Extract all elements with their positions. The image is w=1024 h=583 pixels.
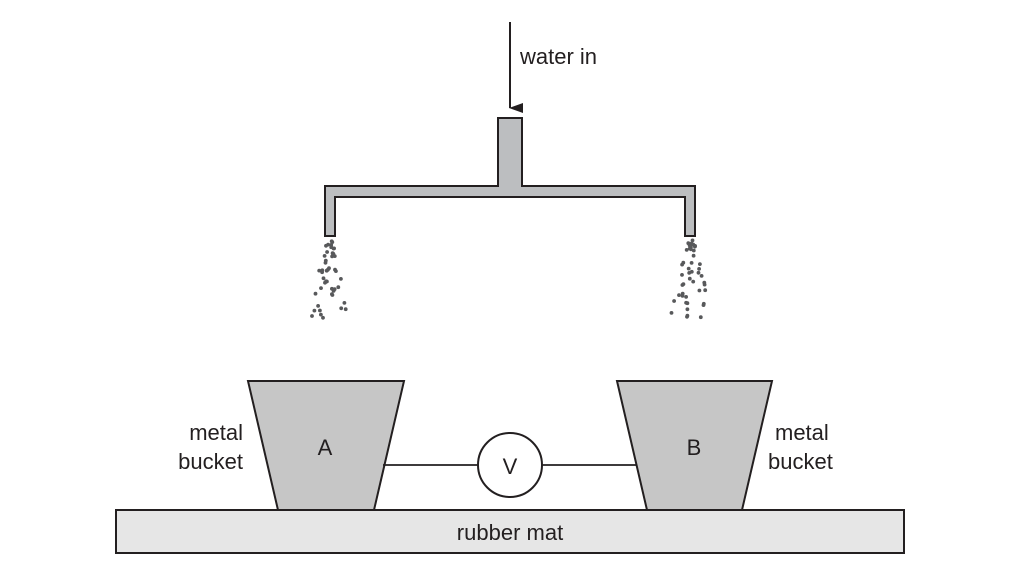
voltmeter-label: V: [503, 454, 518, 479]
water-droplet: [697, 267, 701, 271]
water-droplet: [324, 268, 329, 273]
bucket-a-label: A: [318, 435, 333, 460]
water-droplet: [684, 300, 688, 305]
water-droplet: [702, 282, 707, 287]
water-droplet: [329, 243, 334, 247]
water-droplet: [698, 262, 702, 266]
water-droplet: [324, 243, 328, 248]
water-droplet: [690, 238, 695, 243]
water-droplet: [320, 270, 324, 275]
water-droplet: [686, 266, 691, 271]
left-bucket-label-line2: bucket: [178, 449, 243, 474]
water-droplet: [680, 294, 685, 298]
water-droplet: [325, 250, 329, 254]
water-droplet: [681, 260, 686, 265]
left-bucket-label-line1: metal: [189, 420, 243, 445]
water-droplet: [310, 314, 314, 318]
water-droplet: [319, 286, 323, 290]
rubber-mat-label: rubber mat: [457, 520, 563, 545]
water-droplet: [342, 301, 347, 305]
rubber-mat: [115, 509, 905, 554]
water-droplet: [703, 288, 708, 293]
water-droplet: [701, 301, 706, 306]
voltmeter: [477, 432, 543, 498]
water-droplet: [698, 315, 703, 320]
water-droplet: [323, 258, 328, 263]
water-droplet: [689, 261, 694, 265]
water-droplet: [697, 288, 702, 293]
water-droplet: [691, 279, 696, 284]
water-droplet: [312, 308, 317, 313]
water-droplet: [672, 299, 676, 303]
water-droplet: [696, 270, 701, 275]
water-droplet: [691, 248, 696, 253]
water-droplet: [317, 268, 322, 273]
water-pipe: [324, 117, 696, 237]
water-droplet: [680, 283, 685, 287]
water-droplet: [322, 254, 327, 258]
water-droplet: [325, 279, 329, 284]
water-droplet: [687, 276, 692, 281]
water-droplet: [332, 246, 336, 251]
water-droplet: [684, 295, 688, 299]
water-droplet: [687, 271, 692, 275]
water-droplet: [331, 289, 336, 293]
water-droplet: [680, 273, 684, 277]
water-in-label: water in: [519, 44, 597, 69]
water-droplet: [330, 251, 335, 256]
water-droplet: [334, 269, 338, 273]
water-droplet: [685, 314, 689, 319]
water-droplet: [339, 306, 344, 311]
water-droplet: [339, 277, 343, 281]
water-droplet: [313, 291, 318, 296]
bucket-b-label: B: [687, 435, 702, 460]
water-droplet: [687, 243, 692, 248]
water-droplet: [685, 307, 690, 312]
water-droplet: [316, 304, 320, 308]
water-droplet: [691, 253, 696, 258]
water-droplet: [669, 311, 674, 315]
water-droplet: [677, 293, 681, 297]
water-droplet: [321, 315, 325, 320]
water-droplet: [319, 312, 323, 317]
water-droplet: [699, 274, 704, 278]
right-bucket-label-line2: bucket: [768, 449, 833, 474]
water-droplet: [343, 307, 348, 312]
water-spray-left: [310, 239, 348, 320]
water-spray-right: [669, 238, 708, 320]
water-droplet: [330, 292, 334, 296]
water-droplet: [693, 244, 697, 249]
water-droplet: [332, 254, 337, 258]
water-droplet: [336, 285, 341, 290]
water-droplet: [321, 276, 326, 281]
water-droplet: [318, 308, 322, 313]
right-bucket-label-line1: metal: [775, 420, 829, 445]
water-droplet: [684, 248, 689, 252]
